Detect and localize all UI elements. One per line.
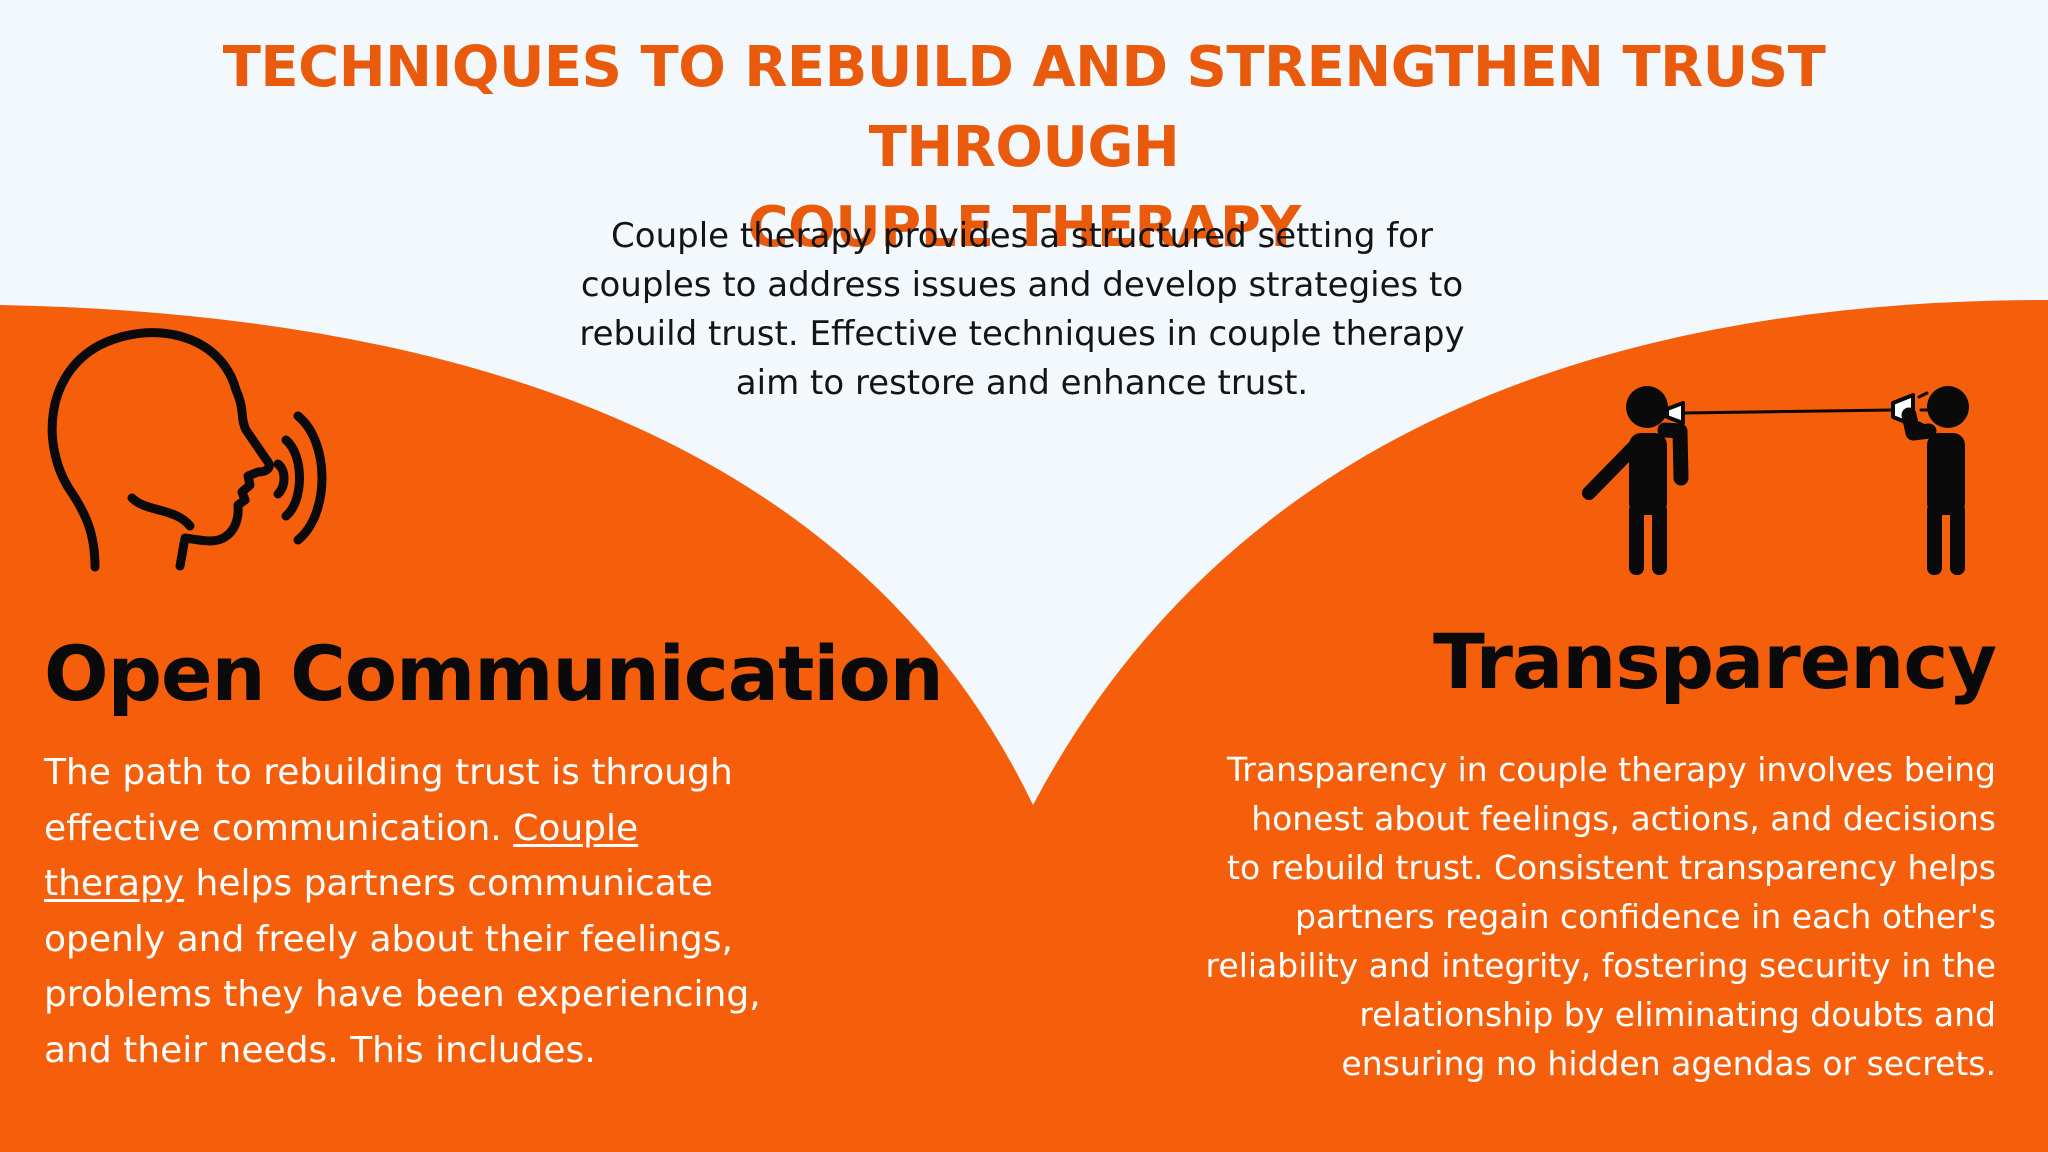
page-title-line-1: TECHNIQUES TO REBUILD AND STRENGTHEN TRU… <box>222 35 1826 180</box>
body-line: problems they have been experiencing, <box>44 974 761 1015</box>
body-line: ensuring no hidden agendas or secrets. <box>1341 1044 1996 1083</box>
body-line: partners regain confidence in each other… <box>1295 897 1996 936</box>
body-line: to rebuild trust. Consistent transparenc… <box>1227 848 1996 887</box>
body-line: reliability and integrity, fostering sec… <box>1205 946 1996 985</box>
body-line: openly and freely about their feelings, <box>44 918 733 960</box>
couple-therapy-link[interactable]: therapy <box>44 863 185 904</box>
intro-text: Couple therapy provides a structured set… <box>540 212 1504 408</box>
intro-line: rebuild trust. Effective techniques in c… <box>579 314 1465 354</box>
open-communication-text: The path to rebuilding trust is through … <box>44 745 874 1078</box>
intro-line: Couple therapy provides a structured set… <box>611 216 1433 256</box>
tin-can-phone-icon <box>1582 386 1969 575</box>
page-title-line-2: COUPLE THERAPY <box>747 195 1301 260</box>
body-text: effective communication. <box>44 807 514 849</box>
body-line: relationship by eliminating doubts and <box>1359 995 1996 1034</box>
open-communication-heading: Open Communication <box>44 629 944 718</box>
transparency-text: Transparency in couple therapy involves … <box>1036 745 1996 1088</box>
couple-therapy-link[interactable]: Couple <box>513 807 639 849</box>
speaking-head-icon <box>47 328 327 572</box>
transparency-heading: Transparency <box>1432 617 1997 706</box>
body-line: and their needs. This includes. <box>44 1029 596 1071</box>
intro-line: aim to restore and enhance trust. <box>735 363 1309 403</box>
page-title: TECHNIQUES TO REBUILD AND STRENGTHEN TRU… <box>60 28 1988 268</box>
body-line: The path to rebuilding trust is through <box>44 752 733 793</box>
right-orange-shape <box>1033 300 2048 1152</box>
body-line: Transparency in couple therapy involves … <box>1226 750 1996 789</box>
left-orange-shape <box>0 305 1033 1152</box>
body-line: effective communication. Couple <box>44 801 874 857</box>
body-line: honest about feelings, actions, and deci… <box>1251 799 1996 838</box>
body-line: therapy helps partners communicate <box>44 856 874 912</box>
intro-line: couples to address issues and develop st… <box>580 265 1464 305</box>
body-text: helps partners communicate <box>184 863 714 904</box>
